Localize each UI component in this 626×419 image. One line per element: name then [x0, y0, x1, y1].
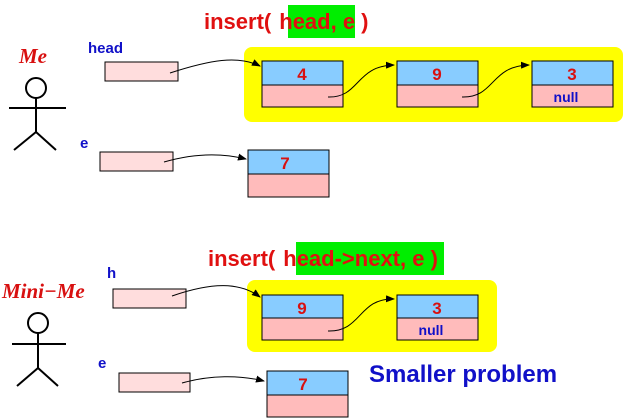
call-arg-highlight	[296, 242, 444, 275]
head-arrow	[169, 59, 261, 74]
list-node: 9	[261, 294, 344, 341]
var-e-label: e	[80, 135, 88, 152]
null-label: null	[419, 322, 444, 338]
null-label: null	[554, 89, 579, 105]
next-arrow	[327, 295, 395, 332]
var-head-label: h	[107, 265, 116, 282]
call-arg-highlight	[288, 5, 355, 38]
var-head-label: head	[88, 40, 123, 57]
list-node: 4	[261, 60, 344, 108]
scene-mini-me: insert(head->next, e ) Mini−Me h 9 3 nul…	[1, 242, 557, 418]
node-value: 9	[297, 299, 306, 318]
node-value: 3	[567, 65, 576, 84]
head-pointer-box	[112, 288, 187, 309]
node-value: 9	[432, 65, 441, 84]
next-arrow	[327, 61, 395, 98]
list-node: 3 null	[396, 294, 479, 341]
var-e-label: e	[98, 355, 106, 372]
node-value: 3	[432, 299, 441, 318]
new-node: 7	[266, 370, 349, 418]
list-node: 3 null	[531, 60, 614, 108]
e-pointer-box	[99, 151, 174, 172]
next-arrow	[461, 61, 530, 98]
call-title: insert(head->next, e )	[208, 246, 438, 271]
list-node: 9	[396, 60, 479, 108]
e-pointer-box	[118, 372, 191, 393]
stick-figure-icon	[9, 77, 66, 151]
call-title: insert(head, e )	[204, 9, 369, 34]
actor-label: Me	[18, 44, 47, 68]
e-arrow	[181, 375, 265, 384]
new-node: 7	[247, 149, 330, 198]
node-value: 4	[297, 65, 307, 84]
stick-figure-icon	[12, 312, 66, 387]
head-pointer-box	[104, 61, 179, 82]
new-node-value: 7	[280, 154, 289, 173]
new-node-value: 7	[298, 375, 307, 394]
scene-me: insert(head, e ) Me head 4 9	[9, 5, 623, 198]
e-arrow	[163, 153, 247, 163]
actor-label: Mini−Me	[1, 279, 85, 303]
smaller-problem-note: Smaller problem	[369, 361, 557, 388]
head-arrow	[171, 285, 261, 298]
